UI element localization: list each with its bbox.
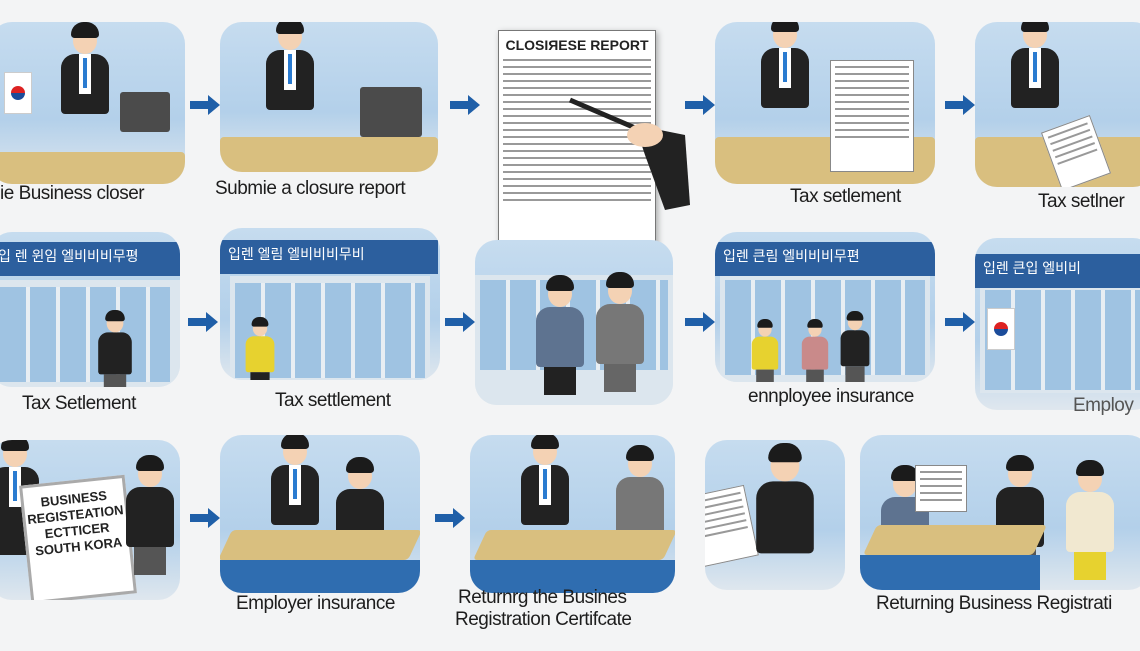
desk	[220, 530, 420, 560]
step-panel-reviewing-document	[705, 440, 845, 590]
arrow-right-icon	[188, 312, 218, 332]
visitor-figure	[837, 311, 873, 382]
step-panel-submit-report	[220, 22, 438, 172]
office-sign: 입렌 큰입 엘비비	[975, 254, 1140, 288]
arrow-right-icon	[685, 95, 715, 115]
step-label: Employ	[1073, 395, 1134, 416]
step-label: Registration Certifcate	[455, 609, 632, 630]
step-panel-tax-office: 입 렌 윈임 엘비비비무평	[0, 232, 180, 387]
desk	[863, 525, 1047, 555]
step-panel-tax-settlement-2	[975, 22, 1140, 187]
visitor-figure	[590, 272, 650, 392]
arrow-right-icon	[190, 95, 220, 115]
step-label: Tax setlement	[790, 186, 901, 207]
visitor-figure	[120, 455, 180, 575]
visitor-figure	[799, 319, 832, 382]
officer-figure	[55, 22, 115, 142]
step-panel-returning-certificate	[470, 435, 675, 593]
step-label: Tax setlner	[1038, 191, 1125, 212]
step-panel-employer-insurance	[220, 435, 420, 593]
arrow-right-icon	[450, 95, 480, 115]
officer-figure	[530, 275, 590, 395]
step-label: Submie a closure report	[215, 178, 406, 199]
pen-hand-icon	[569, 97, 690, 210]
officer-figure	[1005, 22, 1065, 136]
officer-figure	[260, 22, 320, 138]
visitor-figure	[242, 317, 278, 380]
step-panel-tax-settlement	[715, 22, 935, 184]
arrow-right-icon	[945, 95, 975, 115]
step-label: Returning Business Registrati	[876, 593, 1112, 614]
officer-figure	[755, 22, 815, 136]
visitor-figure	[749, 443, 821, 587]
officer-figure	[265, 435, 325, 553]
document-stack	[915, 465, 967, 512]
step-label: ie Business closer	[0, 183, 145, 204]
step-panel-employment-office: 입렌 큰입 엘비비	[975, 238, 1140, 410]
step-label: Returnrg the Busines	[458, 587, 627, 608]
office-sign: 입 렌 윈임 엘비비비무평	[0, 242, 180, 276]
step-panel-tax-office-2: 입렌 엘림 엘비비비무비	[220, 228, 440, 380]
step-panel-returning-registration	[860, 435, 1140, 590]
arrow-right-icon	[945, 312, 975, 332]
arrow-right-icon	[445, 312, 475, 332]
officer-figure	[515, 435, 575, 553]
step-panel-employee-insurance: 입렌 큰림 엘비비비무편	[715, 232, 935, 382]
step-label: ennployee insurance	[748, 386, 914, 407]
arrow-right-icon	[435, 508, 465, 528]
step-panel-business-closure	[0, 22, 185, 184]
arrow-right-icon	[685, 312, 715, 332]
tax-document	[830, 60, 914, 172]
office-sign: 입렌 엘림 엘비비비무비	[220, 240, 438, 274]
office-sign: 입렌 큰림 엘비비비무편	[715, 242, 935, 276]
step-label: Employer insurance	[236, 593, 395, 614]
monitor-icon	[120, 92, 170, 132]
step-label: Tax Setlement	[22, 393, 136, 414]
desk	[0, 152, 185, 184]
document-title: CLOSIЯESE REPORT	[505, 37, 649, 53]
visitor-figure	[94, 310, 136, 387]
step-panel-handshake	[475, 240, 673, 405]
step-label: Tax settlement	[275, 390, 391, 411]
monitor-icon	[360, 87, 422, 137]
arrow-right-icon	[190, 508, 220, 528]
visitor-figure	[1060, 460, 1120, 580]
desk	[473, 530, 675, 560]
korean-flag-icon	[987, 308, 1015, 350]
visitor-figure	[749, 319, 782, 382]
step-panel-business-certificate: BUSINESS REGISTEATION ECTTICER SOUTH KOR…	[0, 440, 180, 600]
desk	[220, 137, 438, 172]
korean-flag-icon	[4, 72, 32, 114]
